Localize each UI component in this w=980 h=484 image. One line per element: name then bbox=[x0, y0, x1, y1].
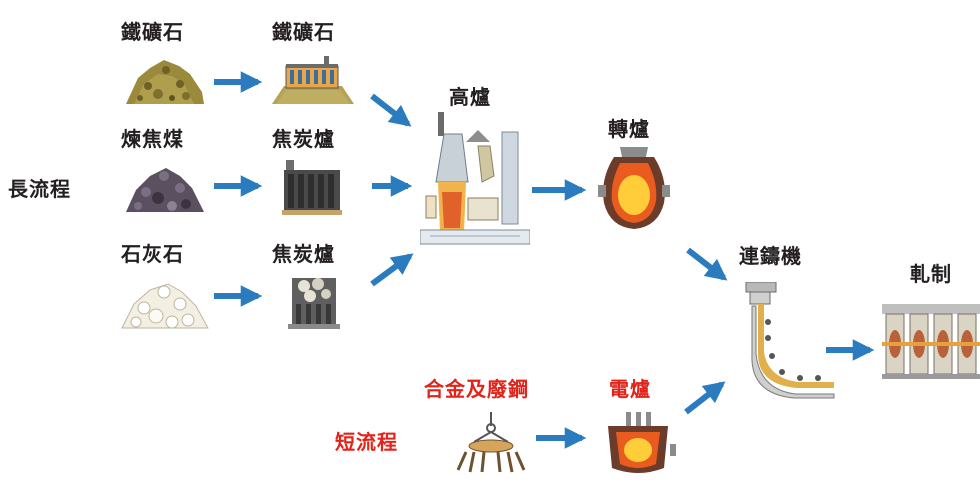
converter-label: 轉爐 bbox=[608, 117, 650, 141]
limestone-pile-icon bbox=[121, 283, 209, 329]
iron-ore-processed-label: 鐵礦石 bbox=[272, 20, 335, 44]
coke-oven-label-2: 焦炭爐 bbox=[272, 242, 335, 266]
arrow-lime-to-blast-furnace bbox=[370, 253, 414, 287]
coke-oven-icon bbox=[282, 160, 342, 215]
coke-oven-label-1: 焦炭爐 bbox=[272, 127, 335, 151]
iron-ore-pile-icon bbox=[126, 60, 204, 104]
short-process-label: 短流程 bbox=[335, 430, 398, 454]
blast-furnace-icon bbox=[420, 112, 530, 245]
coke-oven-icon bbox=[288, 278, 340, 329]
sinter-plant-icon bbox=[272, 56, 354, 104]
scrap-magnet-icon bbox=[456, 412, 526, 473]
limestone-label: 石灰石 bbox=[121, 242, 184, 266]
coking-coal-pile-icon bbox=[126, 168, 204, 212]
coking-coal-label: 煉焦煤 bbox=[121, 127, 184, 151]
electric-furnace-icon bbox=[608, 412, 676, 473]
iron-ore-raw-label: 鐵礦石 bbox=[121, 20, 184, 44]
arrow-converter-to-caster bbox=[686, 247, 728, 281]
electric-furnace-label: 電爐 bbox=[609, 377, 651, 401]
continuous-caster-label: 連鑄機 bbox=[739, 244, 802, 268]
converter-icon bbox=[598, 147, 670, 229]
blast-furnace-label: 高爐 bbox=[449, 85, 491, 109]
continuous-caster-icon bbox=[745, 282, 835, 399]
rolling-label: 軋制 bbox=[910, 262, 952, 286]
alloy-scrap-label: 合金及廢鋼 bbox=[424, 377, 529, 401]
long-process-label: 長流程 bbox=[8, 177, 71, 201]
arrow-sinter-to-blast-furnace bbox=[370, 93, 412, 127]
arrow-electric-furnace-to-caster bbox=[684, 381, 726, 415]
rolling-mill-icon bbox=[882, 304, 980, 379]
